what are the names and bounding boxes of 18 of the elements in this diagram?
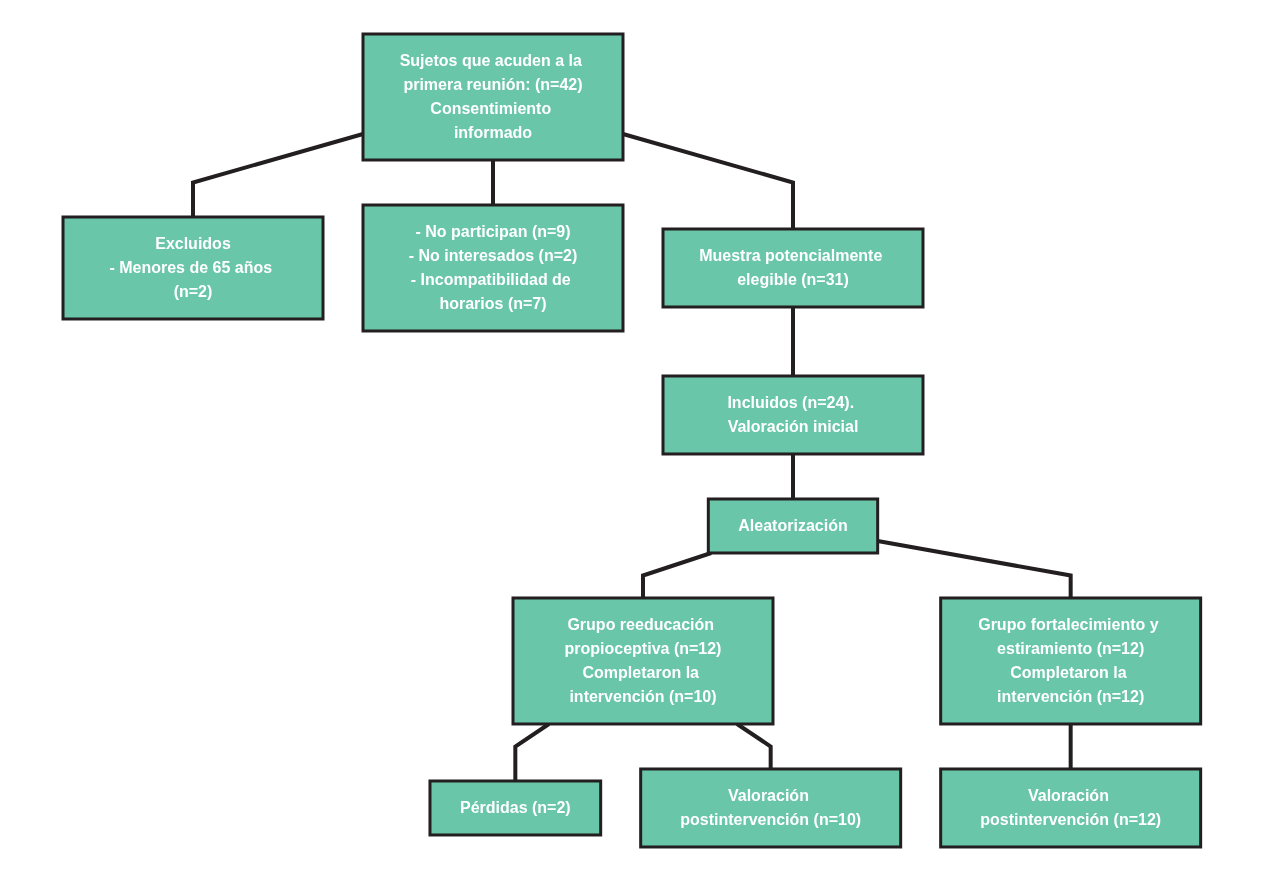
connector [1068,723,1073,769]
connector [491,159,496,205]
node-box: Valoración postintervención (n=12) [939,767,1203,848]
node-box: Incluidos (n=24). Valoración inicial [661,374,925,455]
node-box: - No participan (n=9) - No interesados (n=2) - Incompatibilidad de horarios (n=7) [361,203,625,332]
node-box: Grupo fortalecimiento y estiramiento (n=12) Completaron la intervención (n=12) [939,596,1203,725]
node-box: Valoración postintervención (n=10) [639,767,903,848]
node-box: Pérdidas (n=2) [428,779,603,836]
connector [641,550,712,598]
node-box: Sujetos que acuden a la primera reunión: (n=42) Consentimiento informado [361,32,625,161]
connector [791,306,796,376]
node-box: Aleatorización [706,497,880,554]
node-box: Excluidos - Menores de 65 años (n=2) [61,215,325,320]
connector [877,538,1073,598]
node-box: Grupo reeducación propioceptiva (n=12) Completaron la intervención (n=10) [511,596,775,725]
node-box: Muestra potencialmente elegible (n=31) [661,227,925,308]
connector [791,453,796,499]
connector [191,131,364,217]
